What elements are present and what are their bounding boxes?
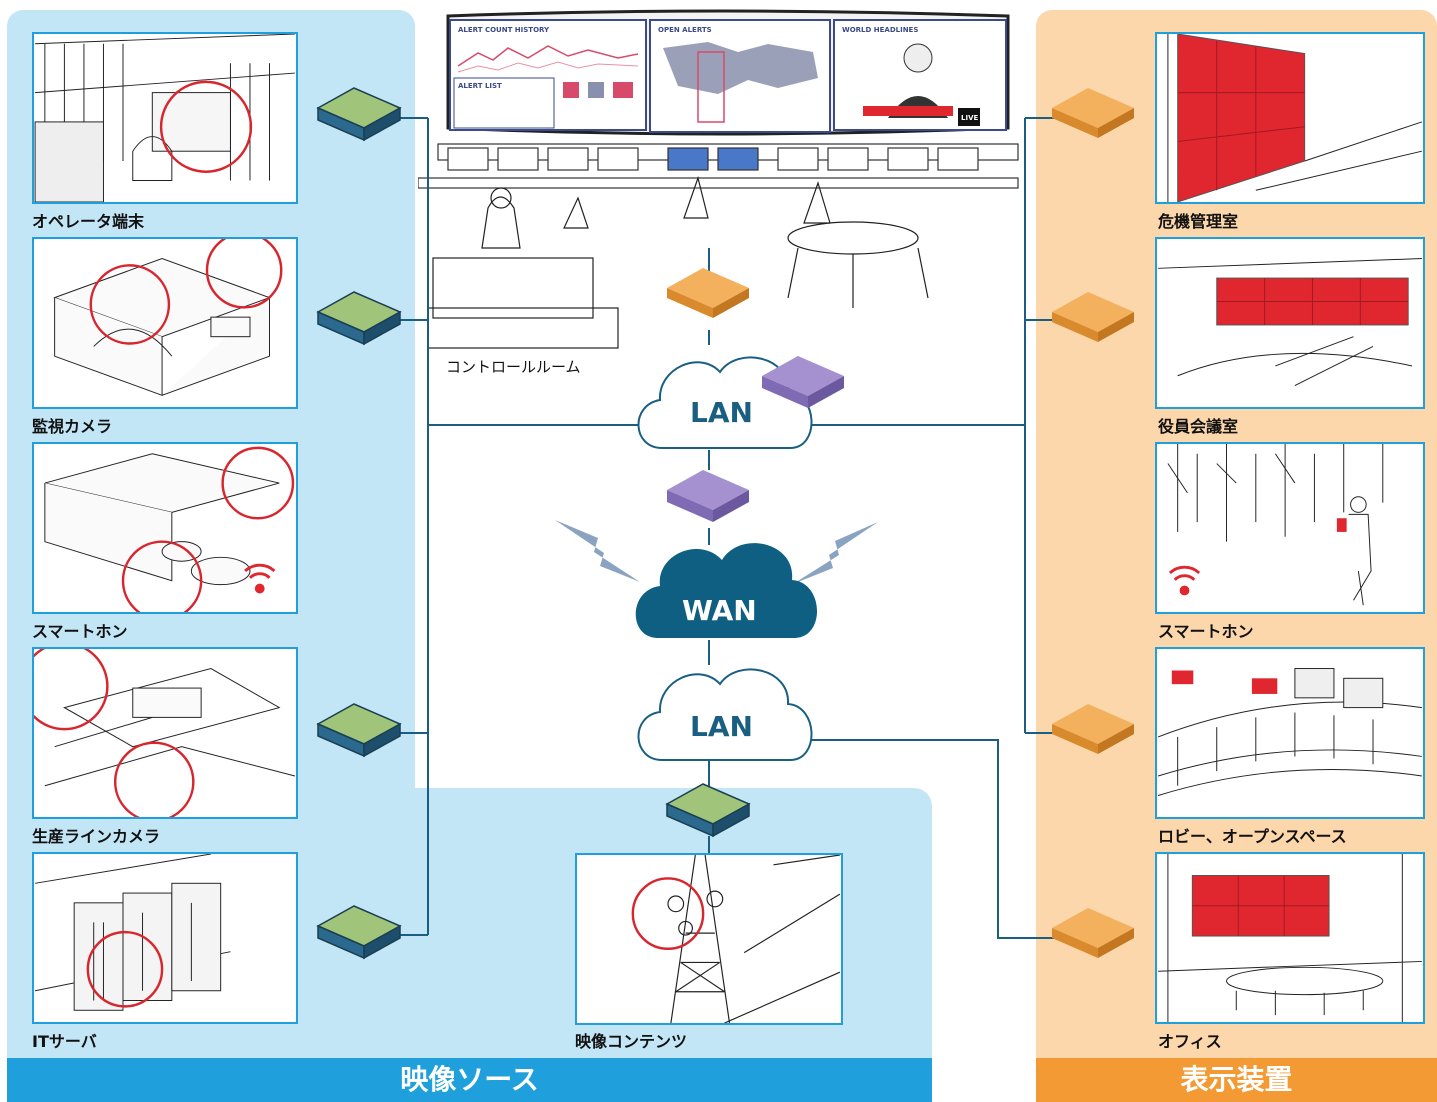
live-badge: LIVE [961, 114, 978, 122]
source-label-production: 生産ラインカメラ [32, 827, 161, 846]
source-label-camera: 監視カメラ [32, 417, 113, 436]
control-room-illustration: ALERT COUNT HISTORY ALERT LIST OPEN ALER… [417, 8, 1036, 353]
wan-label: WAN [682, 594, 757, 627]
world-headlines-label: WORLD HEADLINES [842, 26, 918, 34]
lobby-illustration [1155, 647, 1425, 819]
alert-count-history-label: ALERT COUNT HISTORY [458, 26, 550, 34]
gateway-device-top [762, 356, 844, 408]
production-line-illustration [32, 647, 298, 819]
office-illustration [1155, 852, 1425, 1024]
alert-list-label: ALERT LIST [458, 82, 502, 90]
smartphone-user-illustration [1155, 442, 1425, 614]
source-label-smartphone: スマートホン [32, 622, 128, 641]
boardroom-illustration [1155, 237, 1425, 409]
crisis-room-illustration [1155, 32, 1425, 204]
open-alerts-label: OPEN ALERTS [658, 26, 712, 34]
smartphone-illustration [32, 442, 298, 614]
surveillance-camera-illustration [32, 237, 298, 409]
display-label-crisis: 危機管理室 [1158, 212, 1239, 231]
lan-label-bottom: LAN [690, 710, 753, 743]
display-devices-band: 表示装置 [1036, 1058, 1437, 1102]
display-label-lobby: ロビー、オープンスペース [1158, 827, 1347, 846]
source-label-server: ITサーバ [32, 1032, 97, 1051]
control-room-label: コントロールルーム [446, 358, 581, 376]
video-sources-band: 映像ソース [7, 1058, 932, 1102]
operator-terminal-illustration [32, 32, 298, 204]
display-label-office: オフィス [1158, 1032, 1222, 1051]
it-server-illustration [32, 852, 298, 1024]
source-label-operator: オペレータ端末 [32, 212, 145, 231]
gateway-device-middle [667, 470, 749, 522]
display-label-boardroom: 役員会議室 [1158, 417, 1239, 436]
video-content-illustration [575, 853, 843, 1025]
wireless-signal-left [555, 520, 640, 582]
wireless-signal-right [793, 522, 878, 584]
video-content-label: 映像コンテンツ [575, 1032, 688, 1051]
display-label-smartphone: スマートホン [1158, 622, 1254, 641]
lan-label-top: LAN [690, 396, 753, 429]
wireless-icon [244, 563, 276, 579]
